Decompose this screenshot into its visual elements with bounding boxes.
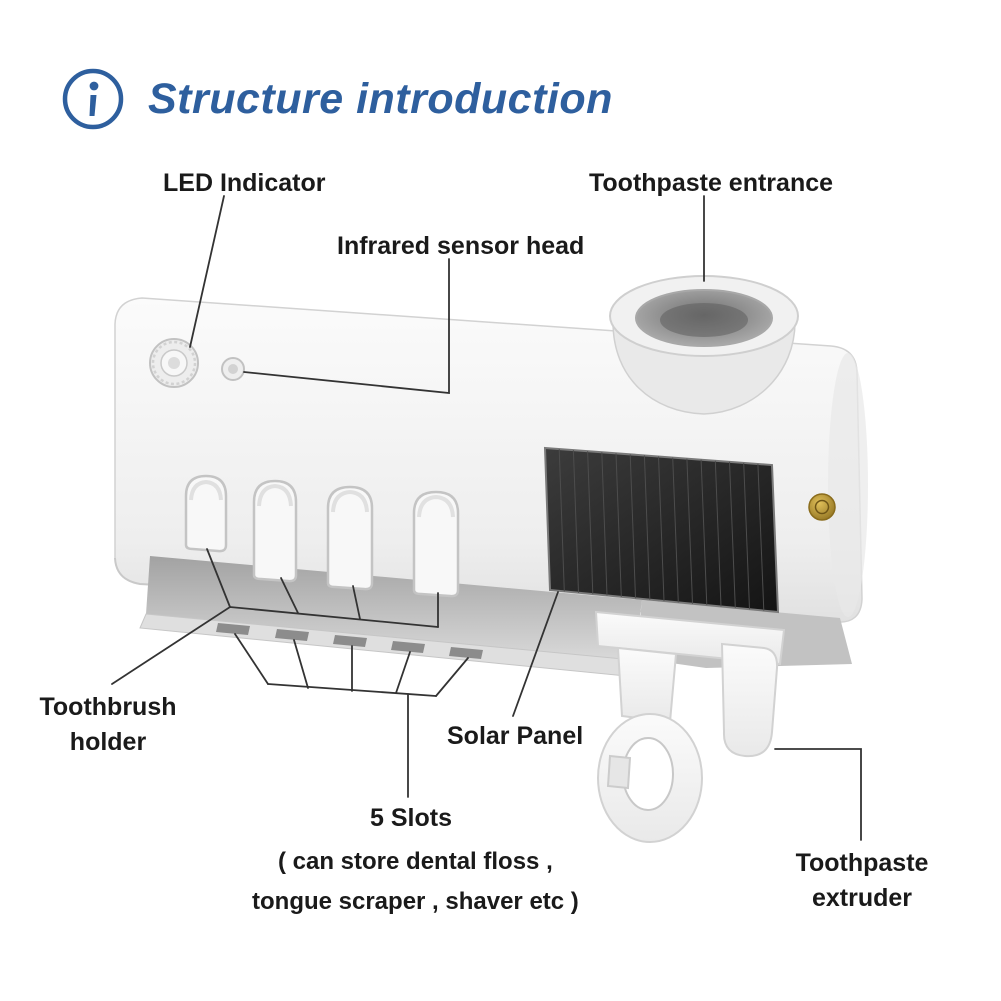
toothbrush-slots: [184, 474, 460, 598]
solar-leader-line: [512, 591, 559, 717]
toothbrush-holder-label: Toothbrush holder: [33, 690, 183, 760]
power-button: [808, 493, 836, 521]
extruder-slot: [606, 754, 632, 790]
holder-leader-lines: [111, 548, 439, 685]
led-indicator-label: LED Indicator: [163, 169, 326, 197]
five-slots-label: 5 Slots: [370, 804, 452, 832]
toothbrush-slot: [252, 479, 298, 583]
body-right-shading: [828, 353, 868, 617]
infrared-leader-line: [243, 258, 450, 394]
five-slots-note-line1: ( can store dental floss ,: [278, 848, 553, 875]
toothpaste-entrance-funnel: [609, 275, 799, 415]
toothbrush-slot: [184, 474, 228, 553]
infrared-sensor-head: [221, 357, 245, 381]
infrared-sensor-label: Infrared sensor head: [337, 232, 585, 260]
five-slots-note-line2: tongue scraper , shaver etc ): [252, 888, 579, 915]
solar-panel-label: Solar Panel: [447, 722, 584, 750]
toothpaste-extruder-label: Toothpaste extruder: [783, 846, 941, 916]
toothbrush-slot: [412, 490, 460, 598]
five-slots-leader-lines: [234, 633, 469, 798]
solar-panel: [543, 446, 780, 614]
tray-slot: [216, 623, 250, 635]
toothpaste-entrance-label: Toothpaste entrance: [589, 169, 834, 197]
toothpaste-extruder-label-line1: Toothpaste: [795, 849, 929, 877]
slot-shadows: [189, 479, 455, 518]
led-leader-line: [189, 195, 225, 348]
tray-slot: [391, 641, 425, 653]
toothbrush-holder-label-line2: holder: [69, 728, 147, 756]
toothpaste-extruder: [594, 610, 786, 843]
tray-slot: [333, 635, 367, 647]
tray-slot: [449, 647, 483, 659]
page-title: Structure introduction: [148, 74, 613, 123]
toothbrush-slot: [326, 485, 374, 591]
extruder-leader-line: [774, 748, 862, 841]
tray-slot: [275, 629, 309, 641]
led-indicator-light: [149, 338, 199, 388]
toothbrush-holder-label-line1: Toothbrush: [39, 693, 177, 721]
toothpaste-extruder-label-line2: extruder: [811, 884, 913, 912]
info-icon: [62, 68, 124, 130]
tray-slots: [216, 623, 483, 659]
storage-tray: [139, 556, 852, 677]
leader-lines: [111, 195, 862, 841]
diagram-header: Structure introduction: [60, 66, 613, 132]
